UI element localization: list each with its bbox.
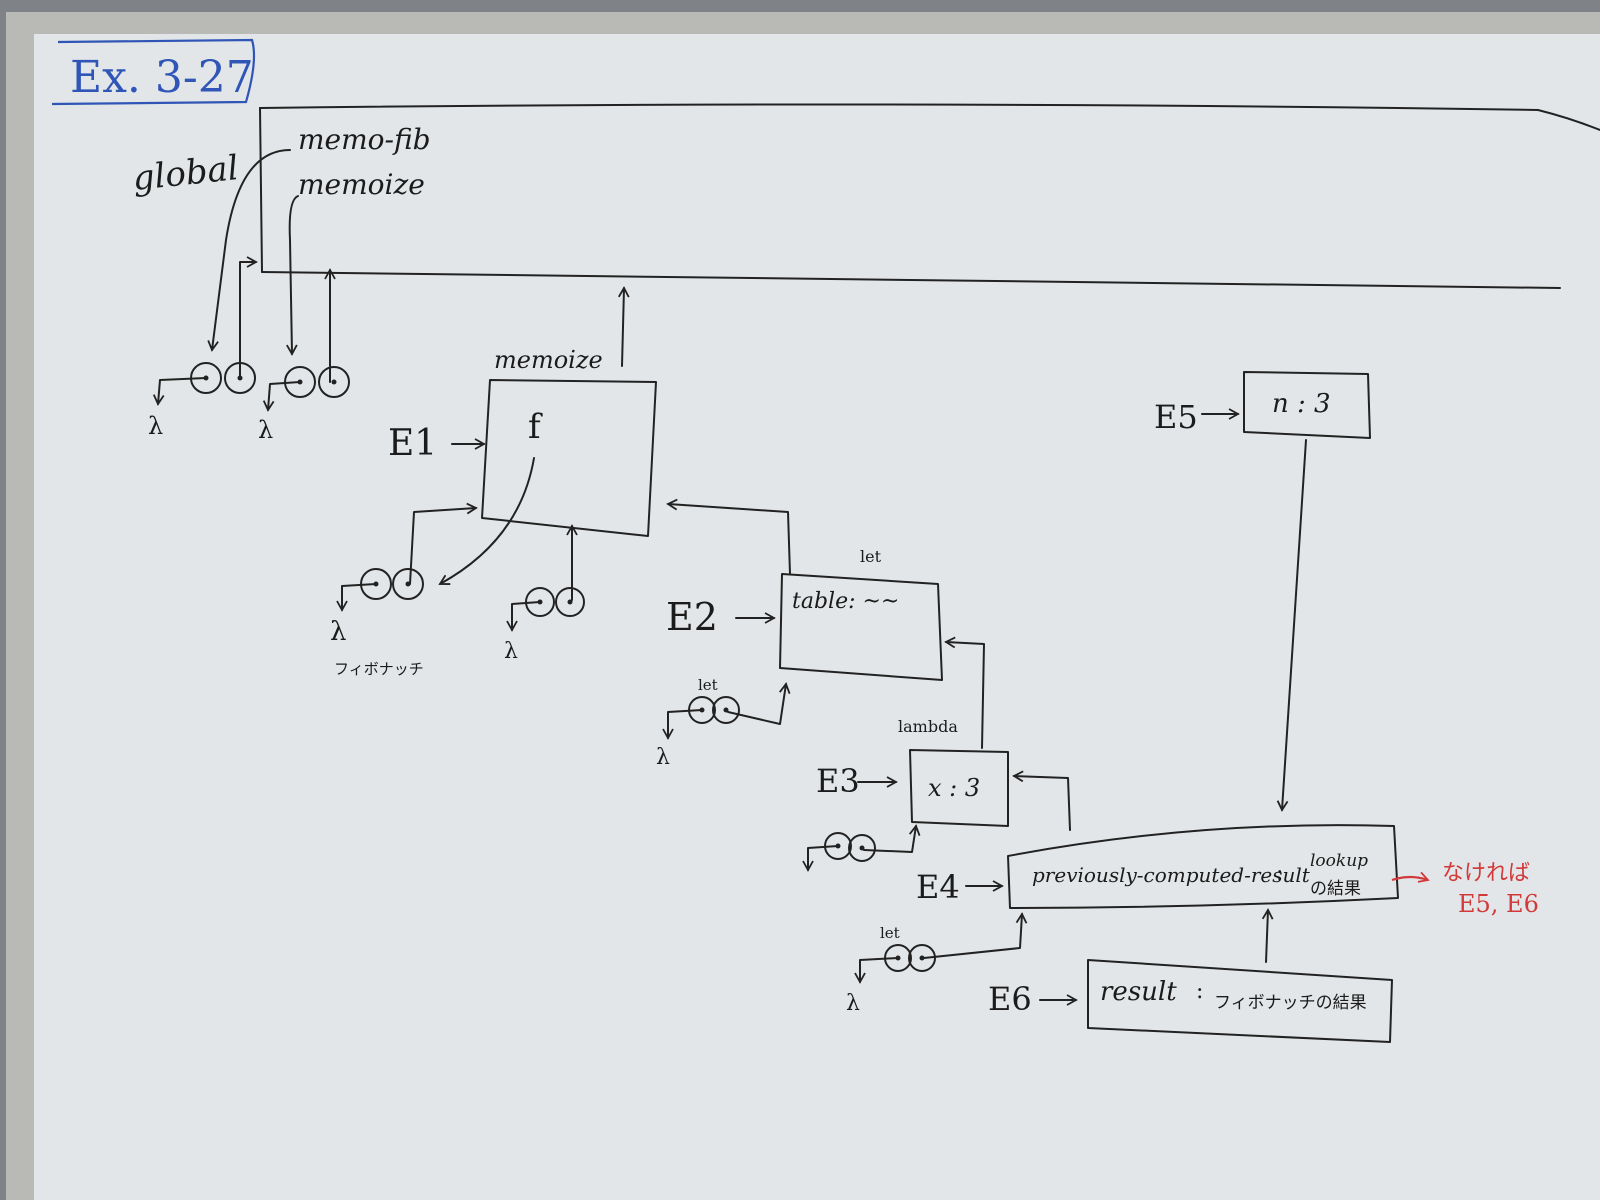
procedure-memo-fib: λ [148, 149, 291, 440]
lambda-3: λ [330, 617, 346, 647]
let-tag-2: let [880, 924, 900, 942]
E2-binding: table: ~~ [792, 589, 899, 614]
frame-E5: E5 n : 3 [1154, 371, 1371, 812]
E1-binding-f: f [528, 407, 543, 447]
title-text: Ex. 3-27 [70, 52, 254, 103]
procedure-memoize: λ [258, 195, 350, 444]
E1-frame-caption: memoize [494, 346, 603, 374]
E6-label: E6 [988, 980, 1032, 1018]
frame-E6: E6 result : フィボナッチの結果 [988, 908, 1393, 1043]
E6-binding: result [1100, 977, 1177, 1007]
E4-value-line1: lookup [1310, 851, 1368, 871]
E3-tag: lambda [898, 717, 958, 736]
E2-label: E2 [666, 595, 718, 639]
E5-binding: n : 3 [1272, 389, 1331, 419]
title-box: Ex. 3-27 [51, 38, 256, 106]
E3-label: E3 [816, 762, 860, 800]
E4-colon: : [1276, 861, 1283, 886]
lambda-5: λ [656, 745, 670, 770]
red-note-line2: E5, E6 [1458, 890, 1539, 918]
red-note-line1: なければ [1442, 861, 1530, 886]
frame-E2: let E2 table: ~~ let λ [656, 498, 943, 770]
E5-label: E5 [1154, 398, 1198, 436]
lambda-6: λ [846, 991, 860, 1016]
E3-binding: x : 3 [928, 774, 980, 802]
lambda-1: λ [148, 412, 163, 440]
red-note: なければ E5, E6 [1391, 861, 1539, 918]
E6-value: フィボナッチの結果 [1214, 993, 1367, 1013]
fib-caption: フィボナッチ [334, 660, 424, 678]
lambda-2: λ [258, 416, 273, 444]
global-binding-memoize: memoize [298, 168, 425, 201]
frame-E1: memoize E1 f λ フィボナッチ λ [330, 286, 657, 678]
E2-tag: let [860, 547, 882, 566]
E1-label: E1 [388, 423, 437, 464]
lambda-4: λ [504, 639, 518, 664]
frame-E3: lambda E3 x : 3 [802, 636, 1009, 872]
E4-value-line2: の結果 [1310, 879, 1361, 899]
global-binding-memo-fib: memo-fib [298, 123, 431, 156]
E4-label: E4 [916, 868, 960, 906]
board-surface [34, 34, 1600, 1200]
E4-binding: previously-computed-result [1032, 863, 1311, 887]
frame-E4: E4 previously-computed-result : lookup の… [846, 770, 1399, 1016]
E6-colon: : [1196, 979, 1203, 1004]
let-tag-1: let [698, 676, 718, 694]
